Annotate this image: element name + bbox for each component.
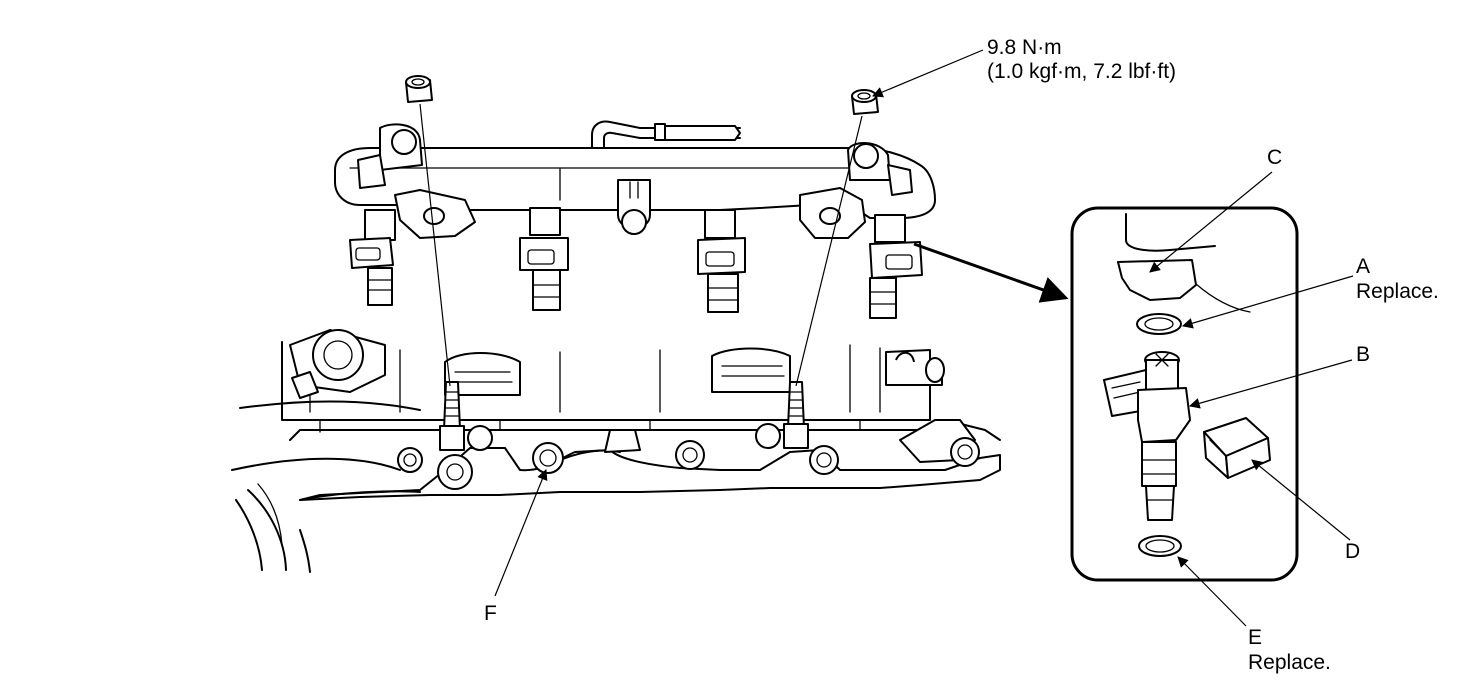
- callout-b: B: [1356, 343, 1371, 366]
- fuel-rail-assembly: [334, 120, 936, 319]
- torque-value-imperial: (1.0 kgf·m, 7.2 lbf·ft): [987, 60, 1177, 83]
- injector-2: [519, 207, 569, 311]
- callout-e: E: [1248, 626, 1263, 649]
- callout-a: A: [1356, 255, 1371, 278]
- intake-manifold: [231, 329, 1001, 573]
- injector-3: [697, 209, 746, 313]
- callout-f: F: [484, 602, 497, 625]
- injector-1: [349, 209, 396, 306]
- torque-value: 9.8 N·m: [987, 36, 1062, 59]
- callout-d: D: [1345, 540, 1361, 563]
- detail-inset: [1070, 206, 1299, 582]
- injector-4: [869, 214, 923, 319]
- rail-nut-left: [405, 75, 433, 103]
- callout-c: C: [1267, 146, 1283, 169]
- rail-nut-right: [851, 89, 879, 115]
- callout-e-note: Replace.: [1248, 651, 1331, 674]
- callout-a-note: Replace.: [1356, 280, 1439, 303]
